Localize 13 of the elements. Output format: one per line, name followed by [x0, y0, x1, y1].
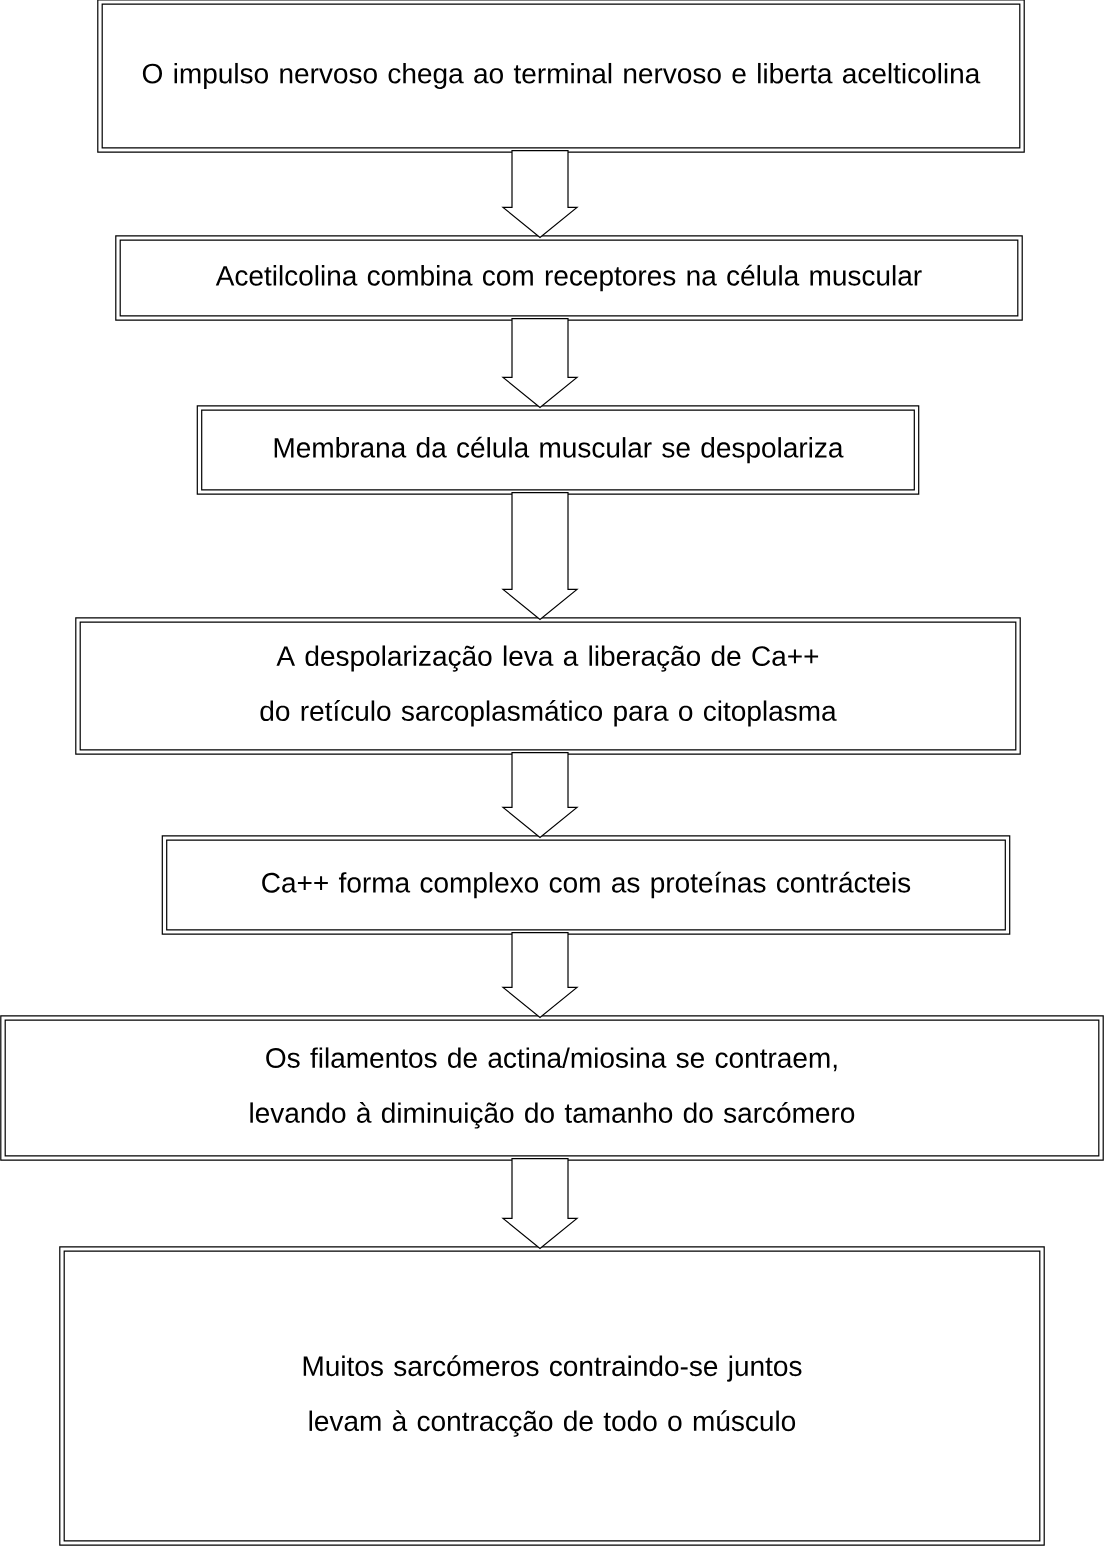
process-box: Os filamentos de actina/miosina se contraem, levando à diminuição do tamanho do sarcómero — [0, 1015, 1104, 1161]
process-box: Ca++ forma complexo com as proteínas contrácteis — [161, 835, 1011, 935]
block-arrow — [501, 1158, 579, 1250]
process-box: A despolarização leva a liberação de Ca++ do retículo sarcoplasmático para o citoplasma — [75, 617, 1021, 755]
process-box: O impulso nervoso chega ao terminal nervoso e liberta acelticolina — [97, 0, 1025, 153]
block-arrow — [501, 150, 579, 239]
process-box: Muitos sarcómeros contraindo-se juntos levam à contracção de todo o músculo — [59, 1246, 1045, 1546]
process-box: Acetilcolina combina com receptores na célula muscular — [115, 235, 1023, 321]
block-arrow — [501, 318, 579, 409]
block-arrow — [501, 752, 579, 839]
block-arrow — [501, 932, 579, 1019]
block-arrow — [501, 492, 579, 621]
process-box: Membrana da célula muscular se despolariza — [196, 405, 920, 495]
